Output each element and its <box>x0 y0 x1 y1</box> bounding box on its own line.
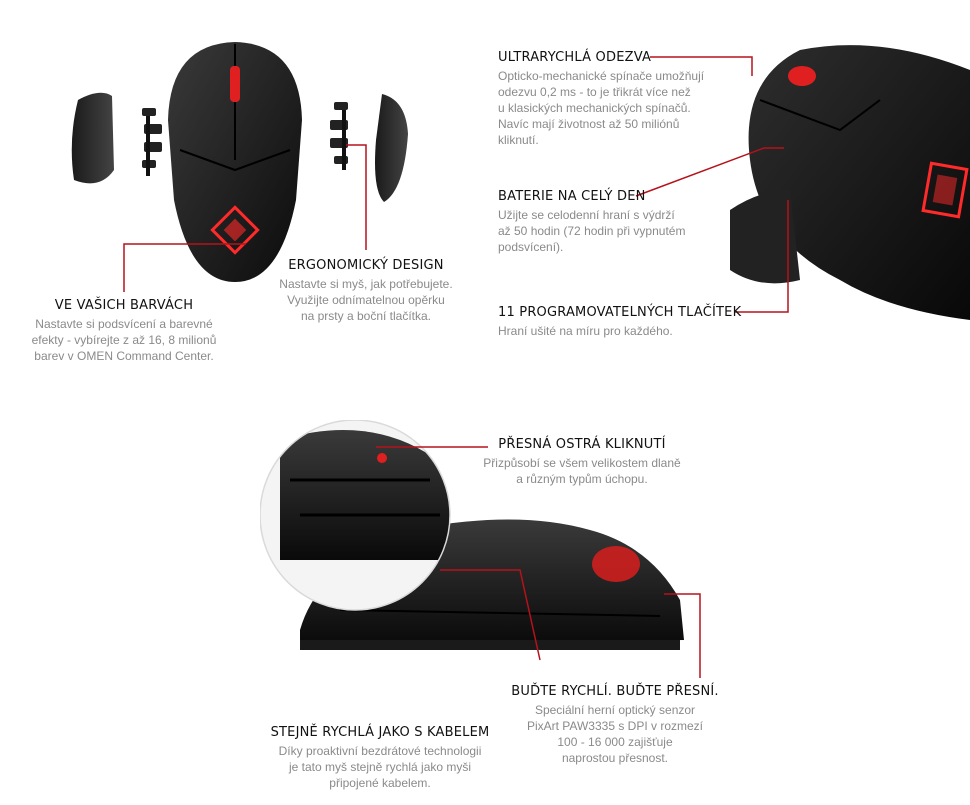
desc-line: u klasických mechanických spínačů. <box>498 101 691 115</box>
scroll-wheel-glow <box>788 66 816 86</box>
feature-ergonomic-desc: Nastavte si myš, jak potřebujete. Využij… <box>256 276 476 324</box>
left-side-buttons <box>142 108 162 176</box>
feature-ergonomic: ERGONOMICKÝ DESIGN Nastavte si myš, jak … <box>256 258 476 324</box>
desc-line: naprostou přesnost. <box>561 751 669 765</box>
feature-fast-desc: Speciální herní optický senzor PixArt PA… <box>505 702 725 766</box>
desc-line: PixArt PAW3335 s DPI v rozmezí <box>526 719 704 733</box>
scroll-wheel <box>230 66 240 102</box>
scroll-wheel-glow <box>592 546 640 582</box>
feature-fast: BUĎTE RYCHLÍ. BUĎTE PŘESNÍ. Speciální he… <box>505 684 725 766</box>
feature-response-title: ULTRARYCHLÁ ODEZVA <box>498 50 652 65</box>
desc-line: Užijte se celodenní hraní s výdrží <box>498 208 675 222</box>
desc-line: 100 - 16 000 zajišťuje <box>557 735 673 749</box>
feature-colors-title: VE VAŠICH BARVÁCH <box>54 298 194 313</box>
desc-line: Navíc mají životnost až 50 miliónů <box>498 117 680 131</box>
mouse-top-view-illustration <box>71 42 408 282</box>
desc-line: barev v OMEN Command Center. <box>34 349 214 363</box>
feature-clicks: PŘESNÁ OSTRÁ KLIKNUTÍ Přizpůsobí se všem… <box>472 437 692 487</box>
feature-colors: VE VAŠICH BARVÁCH Nastavte si podsvícení… <box>14 298 234 364</box>
right-side-buttons <box>330 102 348 170</box>
mouse-closeup-illustration <box>730 45 970 320</box>
feature-response: ULTRARYCHLÁ ODEZVA Opticko-mechanické sp… <box>498 50 738 148</box>
desc-line: Hraní ušité na míru pro každého. <box>498 324 673 338</box>
feature-fast-title: BUĎTE RYCHLÍ. BUĎTE PŘESNÍ. <box>511 684 719 699</box>
omen-logo-icon <box>921 161 969 219</box>
feature-battery-title: BATERIE NA CELÝ DEN <box>498 189 646 204</box>
desc-line: Využijte odnímatelnou opěrku <box>287 293 445 307</box>
feature-colors-desc: Nastavte si podsvícení a barevné efekty … <box>14 316 234 364</box>
desc-line: odezvu 0,2 ms - to je třikrát více než <box>498 85 691 99</box>
left-side-panel <box>71 92 114 184</box>
right-side-panel <box>375 94 408 202</box>
feature-response-desc: Opticko-mechanické spínače umožňují odez… <box>498 68 738 148</box>
desc-line: podsvícení). <box>498 240 564 254</box>
feature-buttons-desc: Hraní ušité na míru pro každého. <box>498 323 738 339</box>
feature-battery-desc: Užijte se celodenní hraní s výdrží až 50… <box>498 207 738 255</box>
desc-line: připojené kabelem. <box>329 776 431 790</box>
feature-buttons: 11 PROGRAMOVATELNÝCH TLAČÍTEK Hraní ušit… <box>498 305 742 339</box>
feature-clicks-title: PŘESNÁ OSTRÁ KLIKNUTÍ <box>498 437 666 452</box>
desc-line: kliknutí. <box>498 133 539 147</box>
desc-line: až 50 hodin (72 hodin při vypnutém <box>498 224 686 238</box>
zoom-circle <box>260 420 450 610</box>
desc-line: je tato myš stejně rychlá jako myši <box>288 760 472 774</box>
desc-line: Nastavte si myš, jak potřebujete. <box>279 277 453 291</box>
desc-line: Opticko-mechanické spínače umožňují <box>498 69 705 83</box>
desc-line: Speciální herní optický senzor <box>534 703 696 717</box>
desc-line: Přizpůsobí se všem velikostem dlaně <box>483 456 681 470</box>
feature-clicks-desc: Přizpůsobí se všem velikostem dlaně a rů… <box>472 455 692 487</box>
feature-wireless-desc: Díky proaktivní bezdrátové technologii j… <box>260 743 500 791</box>
desc-line: efekty - vybírejte z až 16, 8 milionů <box>31 333 217 347</box>
desc-line: a různým typům úchopu. <box>516 472 648 486</box>
mouse-side-view-illustration <box>260 420 684 650</box>
feature-battery: BATERIE NA CELÝ DEN Užijte se celodenní … <box>498 189 738 255</box>
desc-line: Díky proaktivní bezdrátové technologii <box>278 744 482 758</box>
desc-line: Nastavte si podsvícení a barevné <box>35 317 213 331</box>
feature-ergonomic-title: ERGONOMICKÝ DESIGN <box>288 258 444 273</box>
desc-line: na prsty a boční tlačítka. <box>300 309 432 323</box>
mouse-body <box>168 42 302 282</box>
feature-buttons-title: 11 PROGRAMOVATELNÝCH TLAČÍTEK <box>498 305 742 320</box>
feature-wireless-title: STEJNĚ RYCHLÁ JAKO S KABELEM <box>270 725 490 740</box>
feature-wireless: STEJNĚ RYCHLÁ JAKO S KABELEM Díky proakt… <box>260 725 500 791</box>
